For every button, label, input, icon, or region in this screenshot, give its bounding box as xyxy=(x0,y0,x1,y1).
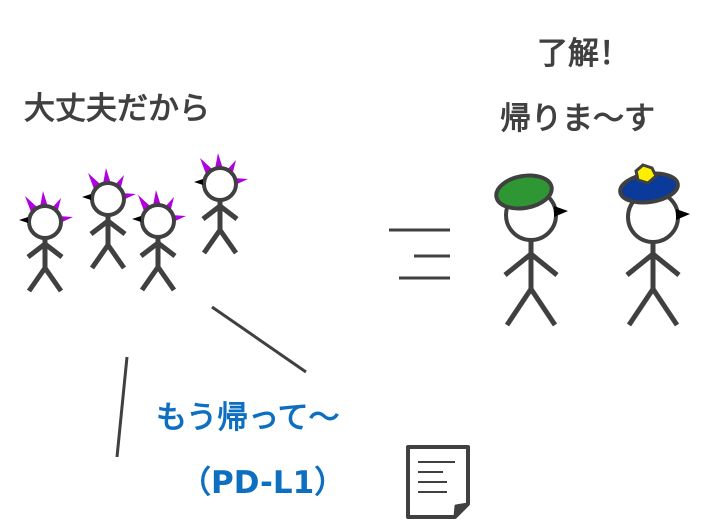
equivalence-symbol xyxy=(389,228,450,280)
signal-message: もう帰って〜 xyxy=(156,400,340,436)
police-figure xyxy=(618,163,690,327)
pointer-line-right xyxy=(211,305,307,374)
right-group-caption-line2: 帰りま〜す xyxy=(500,101,655,137)
badge-icon xyxy=(634,163,658,185)
pointer-line-left xyxy=(115,356,129,458)
signal-molecule: （PD-L1） xyxy=(180,465,346,501)
soldier-figure xyxy=(494,173,568,327)
punk-figure-2 xyxy=(82,168,136,268)
punk-figure-1 xyxy=(19,191,73,291)
document-icon xyxy=(406,445,470,519)
right-group-caption-line1: 了解！ xyxy=(537,36,630,72)
punk-figure-4 xyxy=(194,153,248,253)
beret-hat xyxy=(494,173,554,211)
left-group-caption: 大丈夫だから xyxy=(24,91,210,127)
punk-figure-3 xyxy=(132,190,186,290)
